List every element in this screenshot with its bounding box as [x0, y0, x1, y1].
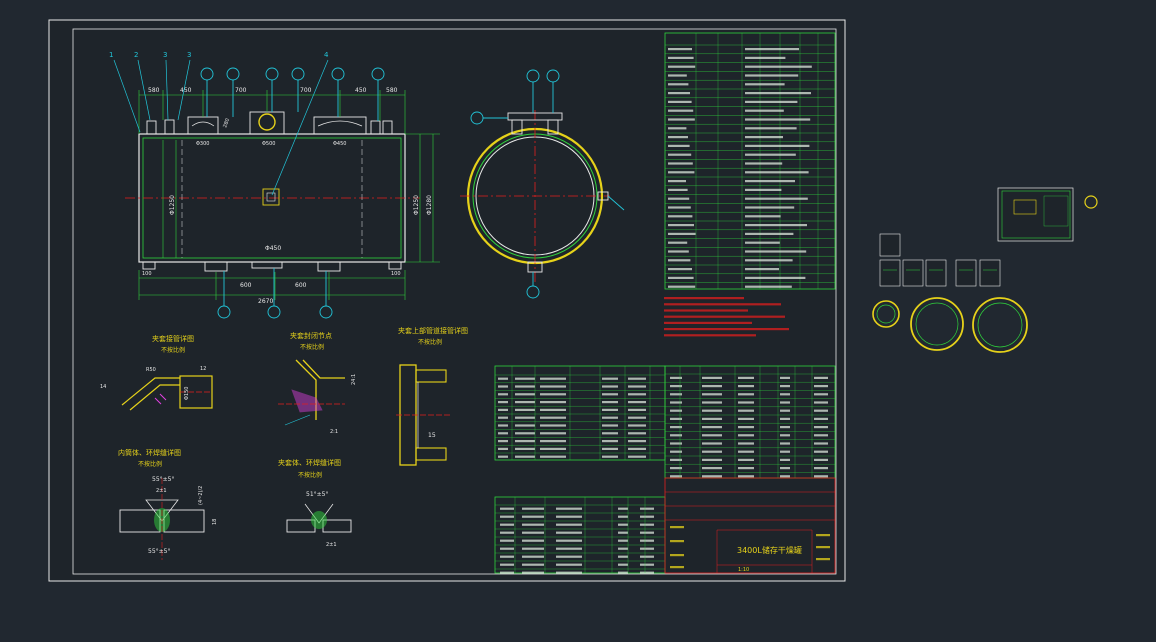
balloon-2: 2: [134, 51, 138, 59]
manhole-nozzle: [258, 113, 276, 131]
dim-dia-right-0: Φ1250: [413, 195, 420, 215]
detail-5-title: 夹套体、环焊缝详图: [278, 458, 341, 467]
detail-2-dim-a: 24:1: [351, 374, 357, 385]
nozzle-tag-circles-top: [200, 67, 385, 121]
balloon-3: 3: [163, 51, 167, 59]
dim-left-foot: 100: [142, 271, 152, 277]
dim-top-1: 450: [180, 87, 192, 94]
detail-5-dim-gap: 2±1: [326, 542, 337, 548]
detail-4-dim-angle-b: 55°±5°: [148, 548, 170, 555]
detail-5-dim-angle: 51°±5°: [306, 491, 328, 498]
detail-3-dim: 15: [428, 432, 436, 439]
drawing-sheet: [48, 19, 846, 582]
dim-nozzle-c: Φ450: [333, 141, 346, 147]
dim-nozzle-a: Φ300: [196, 141, 209, 147]
thumbnail-overview[interactable]: [997, 187, 1098, 242]
detail-1-dim-12: 12: [200, 366, 206, 372]
dim-nozzle-b: Φ500: [262, 141, 275, 147]
detail-1-dim-dia: Φ150: [184, 387, 190, 400]
side-nozzle: [262, 188, 280, 206]
thumbnail-flange-rings[interactable]: [872, 297, 1028, 353]
parts-list-table: [494, 365, 836, 574]
dim-dia-right-1: Φ1280: [426, 195, 433, 215]
drawing-border: [72, 28, 837, 575]
drawing-title: 3400L储存干燥罐: [737, 545, 802, 555]
detail-2-dim-b: 2:1: [330, 429, 338, 435]
dim-bottom-mid: Φ450: [265, 245, 281, 252]
title-block: 3400L储存干燥罐 1:10: [664, 477, 836, 574]
detail-3-subtitle: 不按比例: [418, 338, 442, 346]
detail-3-title: 夹套上部管道接管详图: [398, 326, 468, 335]
detail-1-title: 夹套接管详图: [152, 334, 194, 343]
dim-top-2: 700: [235, 87, 247, 94]
detail-4-title: 内筒体、环焊缝详图: [118, 448, 181, 457]
detail-4-dim-thk: (4~2)/2: [198, 486, 204, 505]
dim-top-0: 580: [148, 87, 160, 94]
side-view: [460, 69, 625, 299]
balloon-1: 1: [109, 51, 113, 59]
detail-5-subtitle: 不按比例: [298, 471, 322, 479]
dim-top-5: 580: [386, 87, 398, 94]
detail-4-dim-angle: 55°±5°: [152, 476, 174, 483]
detail-1-jacket-nozzle: 夹套接管详图 不按比例 R50 Φ150 12 14: [100, 334, 213, 411]
balloon-4: 4: [324, 51, 329, 59]
detail-1-dim-r: R50: [146, 367, 156, 373]
front-elevation-view: 580 450 700 700 450 580 280 Φ300 Φ500 Φ4…: [109, 51, 440, 319]
nozzle-tag-circles-bottom: [217, 268, 333, 319]
detail-1-dim-14: 14: [100, 384, 106, 390]
detail-4-dim-18: 18: [212, 519, 218, 525]
dim-bottom-0: 600: [240, 282, 252, 289]
detail-2-title: 夹套封闭节点: [290, 331, 332, 340]
detail-2-subtitle: 不按比例: [300, 343, 324, 351]
balloon-3b: 3: [187, 51, 191, 59]
dim-right-foot: 100: [391, 271, 401, 277]
technical-notes: [664, 297, 789, 337]
detail-4-subtitle: 不按比例: [138, 460, 162, 468]
thumbnail-detail-sheets[interactable]: [879, 233, 1001, 287]
detail-5-jacket-weld: 夹套体、环焊缝详图 不按比例 51°±5° 2±1: [278, 458, 352, 548]
dim-dia-left: Φ1250: [169, 195, 176, 215]
drawing-scale: 1:10: [738, 567, 749, 573]
dim-top-3: 700: [300, 87, 312, 94]
nozzle-table: [494, 365, 666, 461]
dim-top-4: 450: [355, 87, 367, 94]
detail-4-dim-gap: 2±1: [156, 488, 167, 494]
dim-bottom-1: 600: [295, 282, 307, 289]
dim-top-left: 280: [222, 118, 231, 129]
detail-3-upper-nozzle: 夹套上部管道接管详图 不按比例 15: [396, 326, 468, 466]
dim-bottom-total: 2670: [258, 298, 273, 305]
technical-spec-table: [664, 32, 836, 290]
detail-2-jacket-closure: 夹套封闭节点 不按比例 24:1 2:1: [278, 331, 357, 435]
detail-4-inner-weld: 内筒体、环焊缝详图 不按比例 55°±5° 2±1 (4~2)/2 18 55°…: [118, 448, 218, 560]
detail-1-subtitle: 不按比例: [161, 346, 185, 354]
